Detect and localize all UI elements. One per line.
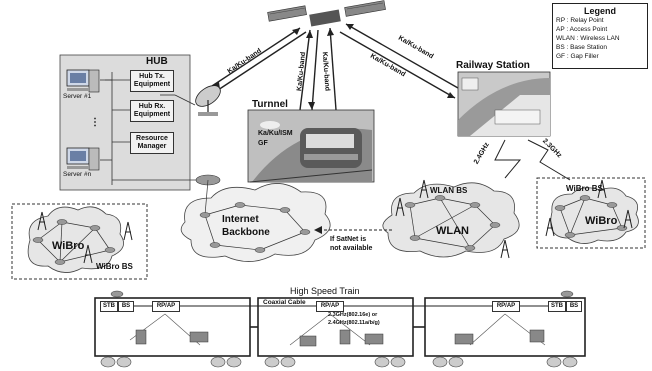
station-title: Railway Station [456, 60, 530, 71]
tower-icons [37, 179, 633, 264]
train-title: High Speed Train [290, 286, 360, 296]
wibro-left-bs-label: WiBro BS [96, 262, 133, 271]
wagon2-freq-line1: 2.3GHz(802.16e) or [328, 312, 378, 318]
wibro-left-label: WiBro [52, 240, 85, 252]
legend: Legend RP : Relay Point AP : Access Poin… [552, 3, 648, 69]
satellite-links [211, 23, 459, 111]
wibro-left-box [11, 203, 148, 280]
hub-tx-box: Hub Tx. Equipment [130, 70, 174, 92]
legend-item: RP : Relay Point [556, 17, 604, 24]
wibro-right-label: WiBro [585, 215, 618, 227]
wibro-left-cloud [27, 206, 124, 273]
wibro-right-bs-label: WiBro BS [566, 184, 603, 193]
resource-manager-box: Resource Manager [130, 132, 174, 154]
station-picture [457, 71, 551, 137]
tunnel-gf-label: GF [258, 140, 268, 147]
legend-title: Legend [583, 6, 616, 16]
legend-item: AP : Access Point [556, 26, 608, 33]
satnet-note-line2: not available [330, 245, 373, 252]
wagon3-rpap: RP/AP [492, 301, 520, 312]
wagon1-rpap: RP/AP [152, 301, 180, 312]
hub-title: HUB [146, 56, 168, 67]
legend-item: GF : Gap Filler [556, 53, 599, 60]
tunnel-picture [247, 109, 375, 183]
wagon3-stb: STB [548, 301, 566, 312]
server-dots: ⋮ [90, 117, 100, 128]
legend-item: BS : Base Station [556, 44, 607, 51]
server-n-icon [66, 147, 100, 171]
tunnel-band-label: Ka/Ku/ISM [258, 130, 293, 137]
server-n-label: Server #n [63, 171, 92, 178]
wagon1-stb: STB [100, 301, 118, 312]
internet-label: Internet [222, 214, 259, 225]
wagon1-bs: BS [118, 301, 134, 312]
wlan-bs-label: WLAN BS [430, 186, 468, 195]
satellite-icon [267, 0, 386, 27]
server-1-icon [66, 69, 100, 93]
wibro-right-box [536, 177, 646, 249]
backbone-label: Backbone [222, 227, 270, 238]
wagon3-bs: BS [566, 301, 582, 312]
satnet-note-line1: If SatNet is [330, 236, 367, 243]
wlan-label: WLAN [436, 225, 469, 237]
wagon2-freq-line2: 2.4GHz(802.11a/b/g) [328, 320, 380, 326]
wagon2-rpap: RP/AP [316, 301, 344, 312]
server-1-label: Server #1 [63, 93, 92, 100]
hub-dish-icon [195, 85, 221, 116]
hub-rx-box: Hub Rx. Equipment [130, 100, 174, 122]
legend-item: WLAN : Wireless LAN [556, 35, 620, 42]
wireless-links [494, 139, 571, 181]
tunnel-title: Turnnel [252, 99, 288, 110]
internet-cloud [180, 183, 331, 262]
coax-cable-label: Coaxial Cable [263, 299, 306, 306]
wibro-right-cloud [550, 187, 639, 244]
router-icons [32, 195, 628, 265]
